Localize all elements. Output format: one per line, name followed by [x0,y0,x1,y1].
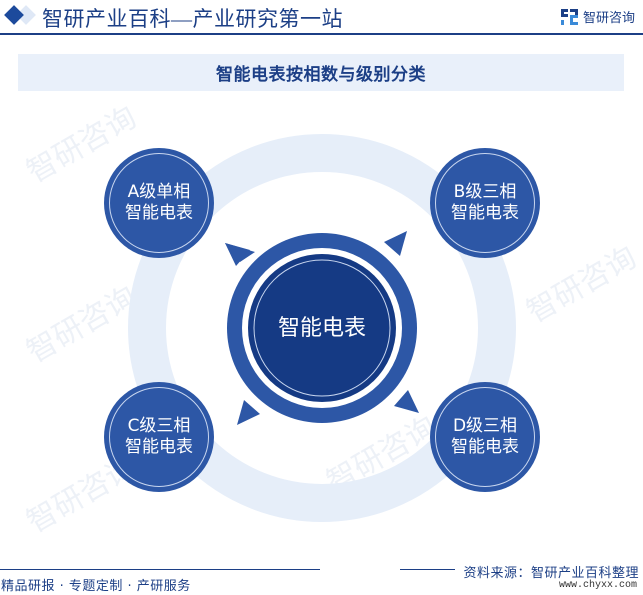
node-ring [109,387,209,487]
node-label-line2: 智能电表 [125,437,193,457]
node-ring [109,153,209,253]
node-label: C级三相 智能电表 [125,416,193,458]
page-title: 智研产业百科—产业研究第一站 [42,7,343,31]
node-label-line2: 智能电表 [125,203,193,223]
brand: 智研咨询 [560,7,635,26]
node-label: A级单相 智能电表 [125,182,193,224]
node-ring [435,153,535,253]
footer-source: 资料来源：智研产业百科整理 [463,566,639,581]
page-header: 智研产业百科—产业研究第一站 智研咨询 [0,0,643,35]
zhiyan-logo-icon [560,8,578,25]
node-label-line1: B级三相 [453,182,517,202]
node-label: D级三相 智能电表 [451,416,519,458]
footer-url: www.chyxx.com [558,580,637,591]
node-label-line1: A级单相 [127,182,191,202]
center-ring [225,231,419,425]
node-d-three-phase: D级三相 智能电表 [430,382,540,492]
node-b-three-phase: B级三相 智能电表 [430,148,540,258]
node-label-line1: D级三相 [452,416,518,436]
header-divider [0,33,643,35]
footer-divider [400,569,455,570]
diagram-title: 智能电表按相数与级别分类 [216,65,426,84]
node-ring [435,387,535,487]
footer-divider [0,569,320,570]
node-label-line2: 智能电表 [451,437,519,457]
node-a-single-phase: A级单相 智能电表 [104,148,214,258]
center-label: 智能电表 [277,315,366,340]
node-label-line1: C级三相 [127,416,191,436]
node-label-line2: 智能电表 [451,203,519,223]
subtitle-bar: 智能电表按相数与级别分类 [18,54,624,91]
footer-services: 精品研报 · 专题定制 · 产研服务 [1,579,191,594]
node-c-three-phase: C级三相 智能电表 [104,382,214,492]
outer-ring [128,134,516,522]
brand-name: 智研咨询 [582,11,635,26]
node-label: B级三相 智能电表 [451,182,519,224]
